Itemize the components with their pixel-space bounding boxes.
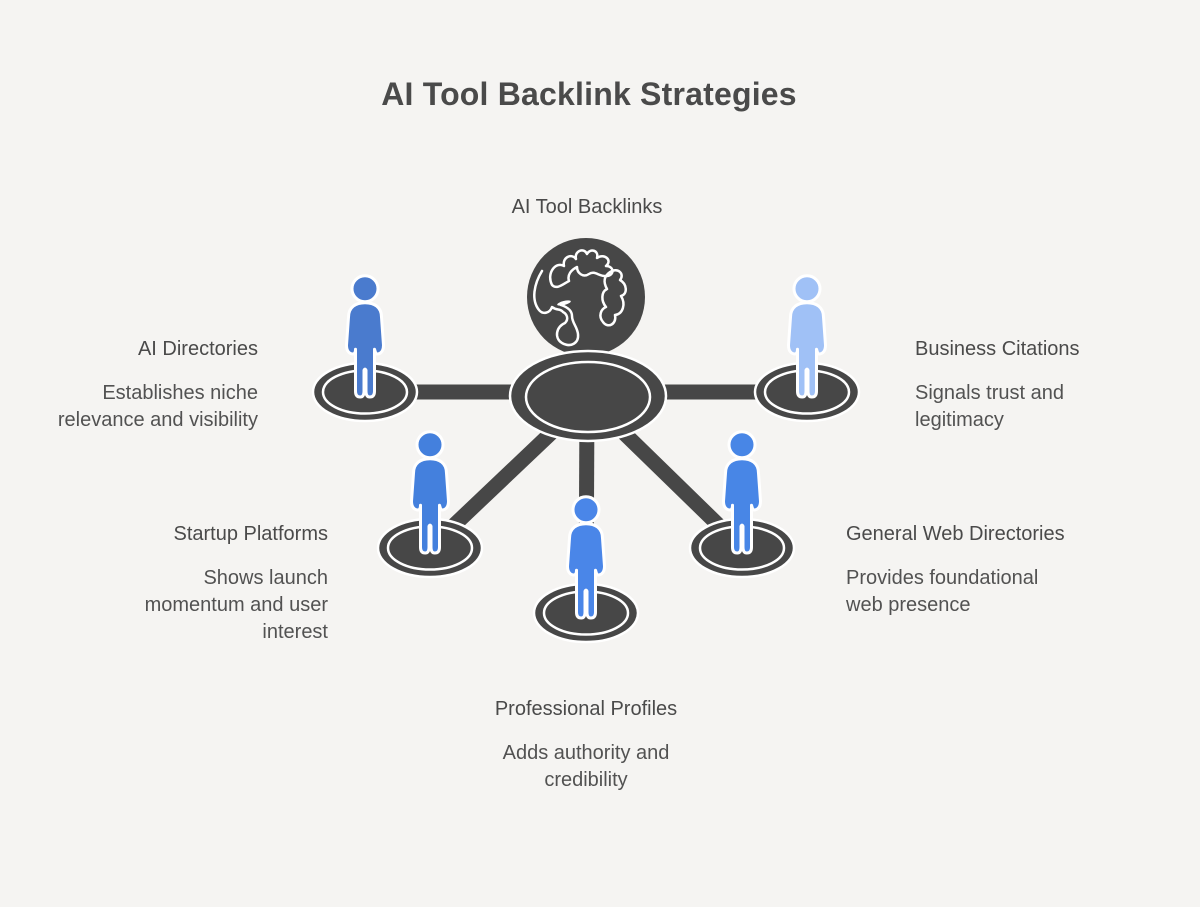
node-label-professional-profiles: Professional Profiles Adds authority and… <box>436 696 736 794</box>
node-description: Shows launch momentum and user interest <box>144 567 328 643</box>
node-label-startup-platforms: Startup Platforms Shows launch momentum … <box>48 521 328 646</box>
node-description: Provides foundational web presence <box>846 567 1039 616</box>
hub-label: AI Tool Backlinks <box>511 196 663 218</box>
node-label-general-web-directories: General Web Directories Provides foundat… <box>846 521 1136 619</box>
globe-icon <box>527 238 645 356</box>
page-title: AI Tool Backlink Strategies <box>381 76 797 112</box>
hub-pedestal <box>508 349 668 443</box>
node-title: Startup Platforms <box>173 523 328 545</box>
node-title: General Web Directories <box>846 523 1065 545</box>
node-business-citations <box>753 274 861 423</box>
node-label-ai-directories: AI Directories Establishes niche relevan… <box>0 336 258 434</box>
node-ai-directories <box>311 274 419 423</box>
node-label-business-citations: Business Citations Signals trust and leg… <box>915 336 1175 434</box>
node-title: Professional Profiles <box>494 698 678 720</box>
node-title: Business Citations <box>915 338 1080 360</box>
node-description: Signals trust and legitimacy <box>915 382 1064 431</box>
node-title: AI Directories <box>137 338 258 360</box>
node-description: Establishes niche relevance and visibili… <box>57 382 258 431</box>
node-professional-profiles <box>532 495 640 644</box>
node-description: Adds authority and credibility <box>502 742 670 791</box>
